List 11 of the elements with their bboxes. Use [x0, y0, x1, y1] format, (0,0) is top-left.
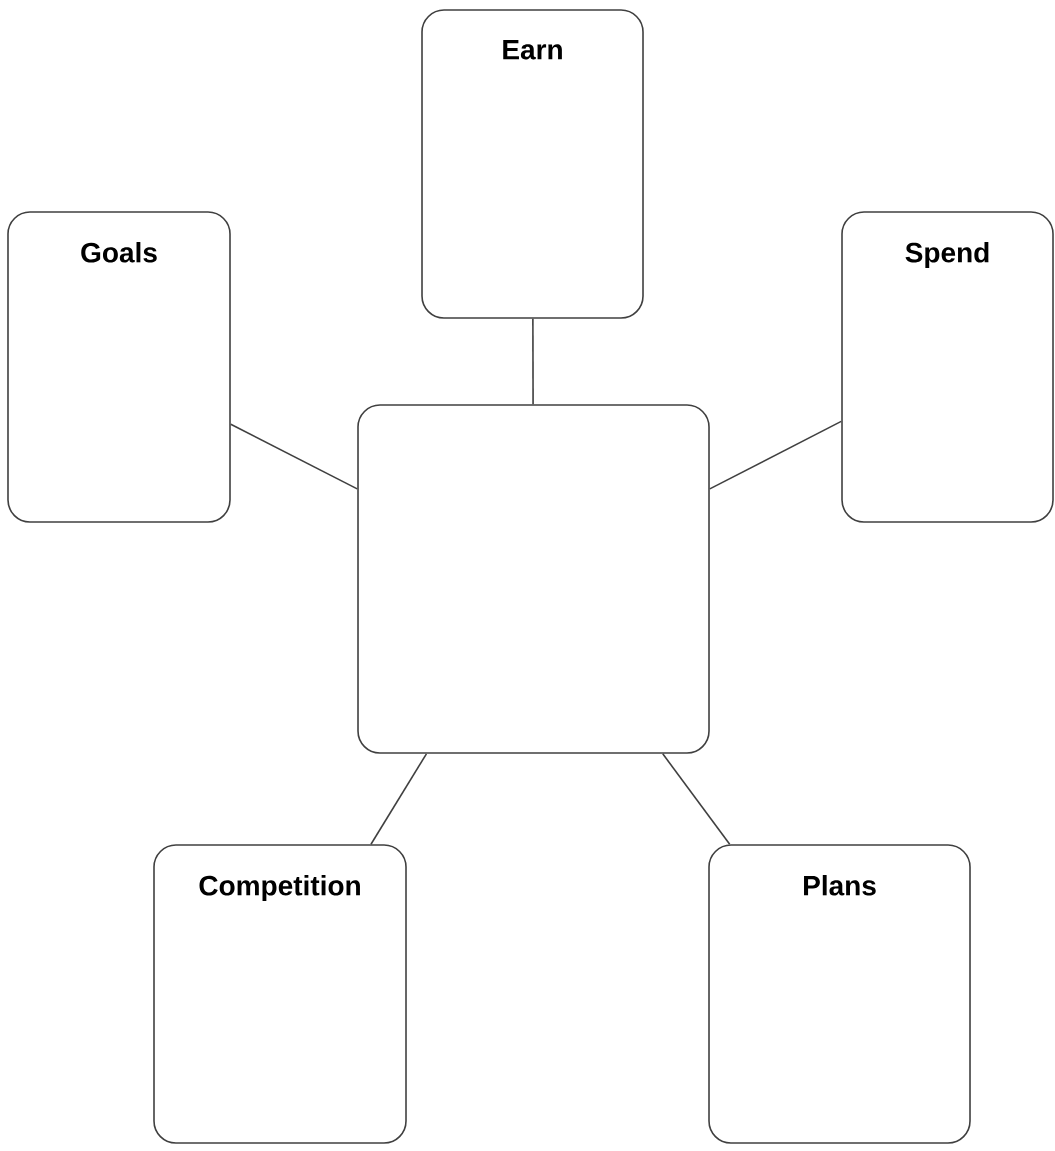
topic-box: Spend — [841, 211, 1054, 523]
connector-line — [709, 420, 842, 490]
connector-line — [532, 318, 534, 405]
topic-box: Goals — [7, 211, 231, 523]
topic-box: Competition — [153, 844, 407, 1144]
center-box — [357, 404, 710, 754]
topic-box: Earn — [421, 9, 644, 319]
connector-line — [370, 753, 428, 845]
connector-line — [230, 423, 358, 490]
connector-line — [661, 753, 731, 845]
topic-box: Plans — [708, 844, 971, 1144]
